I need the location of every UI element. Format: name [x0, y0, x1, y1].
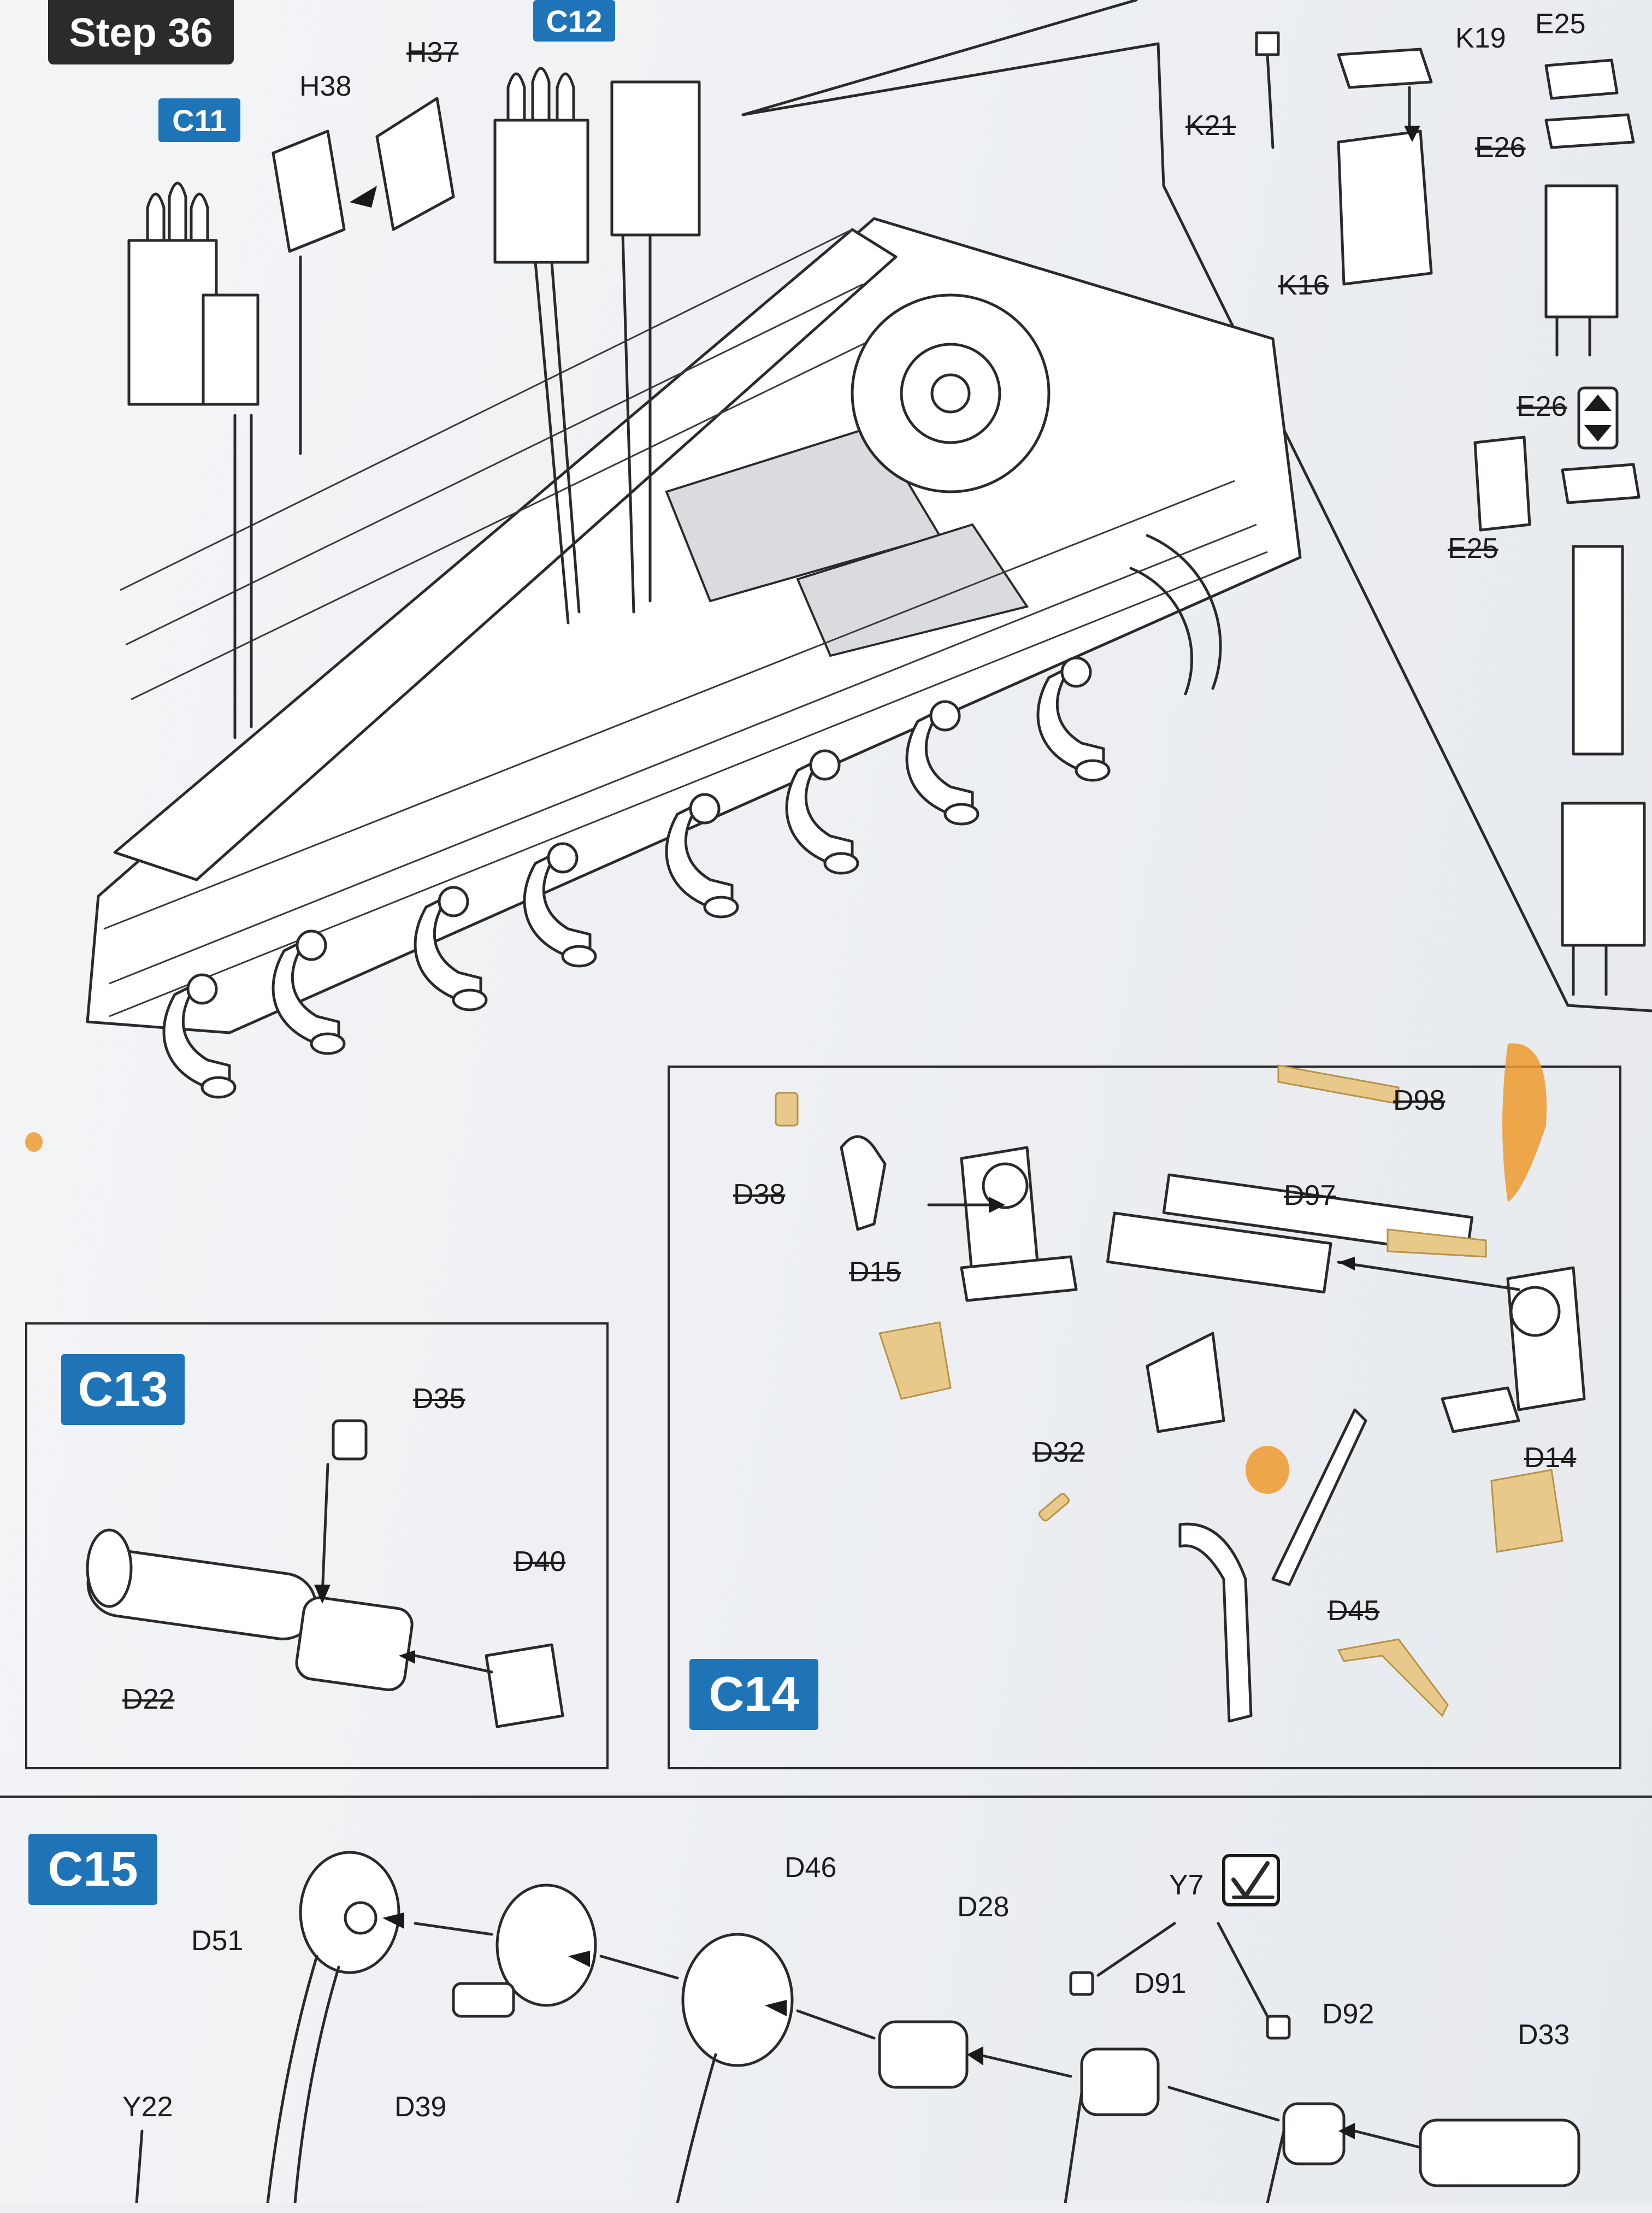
part-label-d51: D51	[191, 1925, 244, 1957]
part-label-e25-top: E25	[1535, 8, 1586, 40]
part-label-k16: K16	[1278, 269, 1329, 301]
ammo-rack-c12	[493, 67, 701, 625]
parts-h38-h37	[272, 97, 455, 455]
detail-e-parts	[1473, 58, 1646, 996]
part-label-d46: D46	[784, 1852, 837, 1884]
part-label-d15: D15	[849, 1256, 901, 1288]
panel-c13	[25, 1322, 609, 1769]
part-label-d33: D33	[1518, 2019, 1570, 2051]
panel-c15	[0, 1796, 1652, 2213]
part-label-d91: D91	[1134, 1968, 1187, 1999]
part-label-y22: Y22	[122, 2091, 173, 2123]
part-label-d39: D39	[394, 2091, 447, 2123]
part-label-y7: Y7	[1169, 1869, 1204, 1901]
part-label-d22: D22	[122, 1684, 175, 1715]
suspension-arms	[162, 656, 1111, 1099]
part-label-d92: D92	[1322, 1998, 1374, 2030]
panel-c14	[668, 1066, 1621, 1769]
part-label-d28: D28	[957, 1891, 1010, 1923]
part-label-h38: H38	[299, 70, 352, 102]
ammo-rack-c11	[127, 181, 259, 739]
assembly-c13	[86, 1419, 564, 1728]
part-label-e26-top: E26	[1475, 132, 1526, 163]
part-label-d45: D45	[1328, 1595, 1380, 1627]
part-label-d32: D32	[1032, 1437, 1085, 1468]
part-label-e25-mid: E25	[1448, 533, 1498, 564]
part-label-d35: D35	[413, 1383, 465, 1415]
assembly-c15	[135, 1851, 1580, 2203]
loose-plastic-parts	[25, 1043, 1564, 1717]
part-label-k19: K19	[1455, 22, 1506, 54]
check-mark-icon	[1222, 1854, 1280, 1906]
step-title: Step 36	[48, 0, 234, 64]
callout-c11: C11	[158, 98, 240, 142]
part-label-k21: K21	[1185, 110, 1236, 142]
part-label-h37: H37	[406, 37, 459, 68]
part-label-d97: D97	[1284, 1180, 1336, 1211]
callout-c14: C14	[689, 1659, 818, 1730]
part-label-d40: D40	[514, 1546, 566, 1578]
callout-c12: C12	[533, 0, 615, 42]
flip-arrow-icon	[1577, 386, 1619, 450]
part-label-e26-mid: E26	[1517, 391, 1567, 422]
detail-k-parts	[1255, 31, 1433, 286]
detail-inset-border	[741, 42, 1652, 1013]
callout-c15: C15	[28, 1834, 157, 1905]
assembly-c14	[840, 1135, 1586, 1723]
callout-c13: C13	[61, 1354, 185, 1425]
part-label-d98: D98	[1393, 1085, 1446, 1116]
hull-body	[86, 217, 1302, 1034]
part-label-d14: D14	[1524, 1442, 1577, 1474]
part-label-d38: D38	[733, 1179, 786, 1210]
